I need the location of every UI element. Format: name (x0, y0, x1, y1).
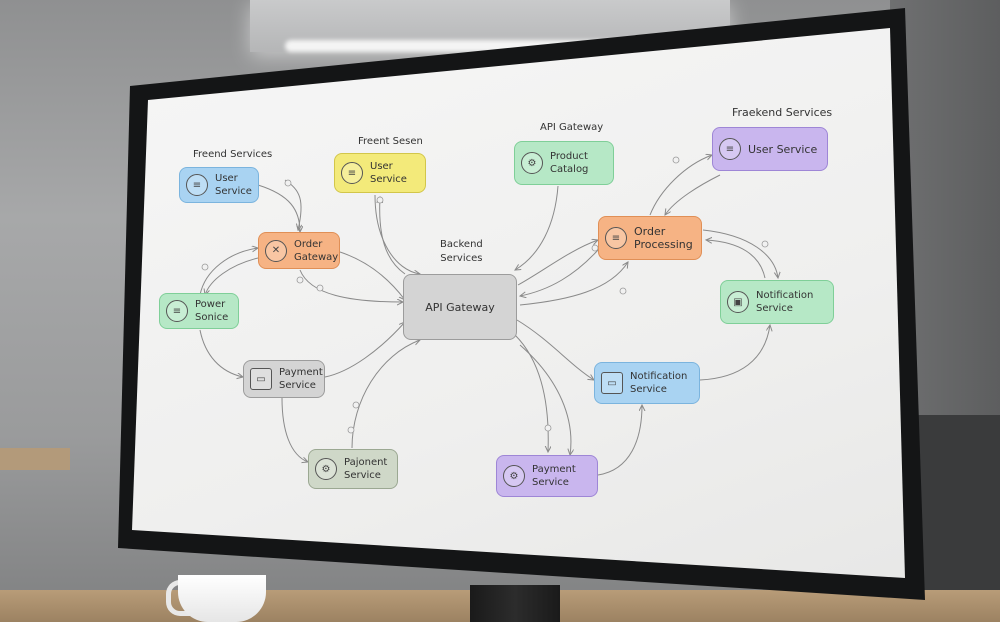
edge-gateway-to-api (339, 251, 405, 300)
heading-backend-center: Backend Services (440, 239, 483, 264)
node-payment-service-left[interactable]: ▭ Payment Service (243, 360, 325, 398)
gear-icon: ⚙ (503, 465, 525, 487)
node-payment-service-bottom-right[interactable]: ⚙ Payment Service (496, 455, 598, 497)
heading-backend-right: Fraekend Services (732, 106, 833, 119)
node-user-service-mid[interactable]: ≡ User Service (334, 153, 426, 193)
node-api-gateway[interactable]: API Gateway (403, 274, 517, 340)
monitor-stand (470, 585, 560, 622)
node-notification-service-right[interactable]: ▣ Notification Service (720, 280, 834, 324)
database-icon: ≡ (605, 227, 627, 249)
tools-icon: ✕ (265, 239, 287, 262)
heading-api-gateway: API Gateway (540, 122, 604, 133)
node-product-catalog[interactable]: ⚙ Product Catalog (514, 141, 614, 185)
coffee-cup (178, 575, 266, 622)
database-icon: ≡ (719, 138, 741, 160)
gear-icon: ⚙ (521, 152, 543, 174)
edge-bottom-to-api (351, 340, 420, 449)
node-notification-service-center[interactable]: ▭ Notification Service (594, 362, 700, 404)
gear-icon: ⚙ (315, 458, 337, 480)
node-user-service-left[interactable]: ≡ User Service (179, 167, 259, 203)
side-table (0, 448, 70, 470)
database-icon: ≡ (341, 162, 363, 184)
node-power-service[interactable]: ≡ Power Sonice (159, 293, 239, 329)
node-order-gateway[interactable]: ✕ Order Gateway (258, 232, 340, 269)
card-icon: ▭ (601, 372, 623, 394)
node-payment-service-bottom[interactable]: ⚙ Pajonent Service (308, 449, 398, 489)
edge-gateway-to-api-2 (299, 269, 403, 302)
edge-api-to-notifcenter (516, 319, 594, 380)
edge-api-to-usermid (380, 197, 406, 275)
edge-userright-to-order (665, 174, 721, 215)
edge-gateway-to-user-left (284, 179, 301, 230)
edge-api-to-paybottomright-2 (519, 344, 571, 455)
edge-api-to-order (517, 240, 598, 286)
edge-payment-to-api (324, 322, 405, 378)
heading-frontend-mid: Freent Sesen (358, 136, 423, 147)
database-icon: ≡ (166, 300, 188, 322)
edge-power-to-gateway (199, 248, 258, 296)
node-order-processing[interactable]: ≡ Order Processing (598, 216, 702, 260)
edge-notifcenter-to-notif (699, 325, 770, 381)
edge-order-to-api (520, 249, 599, 296)
edge-user-to-gateway-left (257, 184, 300, 232)
edge-order-to-userright (649, 155, 712, 216)
edge-paybottomright-to-notif (597, 405, 642, 476)
edge-order-to-notif (702, 229, 778, 278)
node-user-service-right[interactable]: ≡ User Service (712, 127, 828, 171)
edge-power-to-payment (199, 329, 243, 377)
bell-icon: ▣ (727, 291, 749, 313)
edge-usermid-to-api (374, 194, 420, 274)
heading-frontend-left: Freend Services (193, 149, 273, 160)
edge-api-to-order-2 (519, 262, 628, 306)
edge-payment-to-bottom (281, 397, 308, 462)
edge-notif-to-order (706, 240, 766, 279)
database-icon: ≡ (186, 174, 208, 196)
edge-api-to-paybottomright (514, 334, 548, 452)
edge-gateway-to-power (205, 257, 259, 295)
edge-product-to-api (515, 185, 559, 270)
card-icon: ▭ (250, 368, 272, 390)
